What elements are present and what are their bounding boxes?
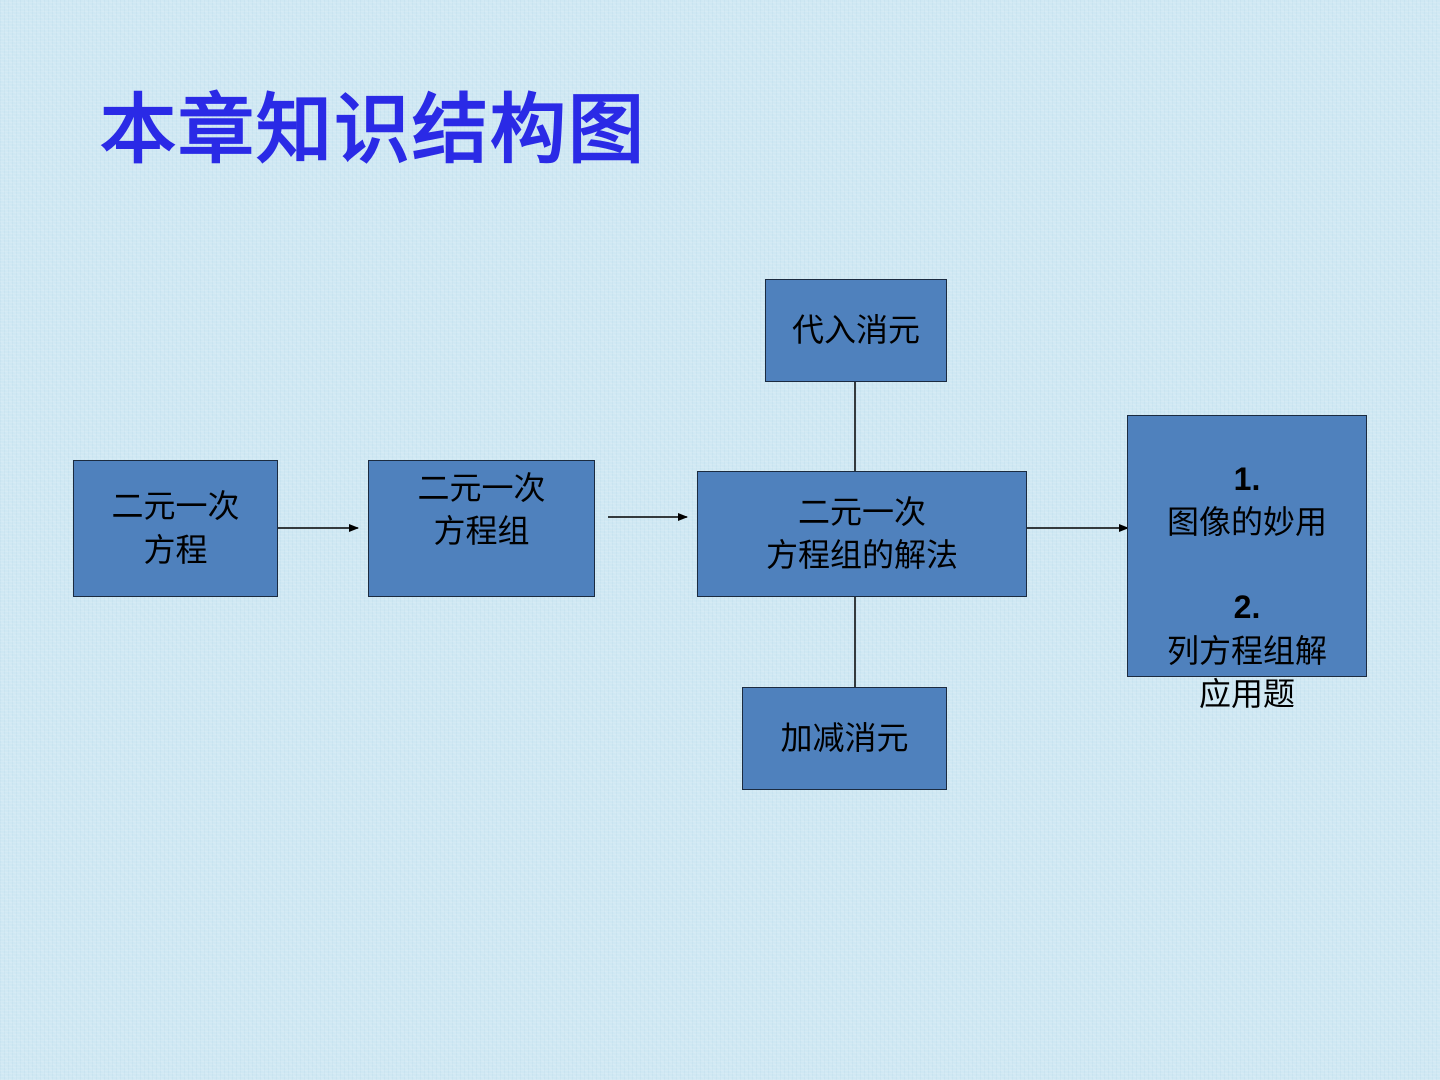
applications-item-1-text: 图像的妙用 [1166, 503, 1327, 542]
node-linear-equation-line2: 方程 [143, 530, 208, 569]
applications-item-2-text-line1: 列方程组解 [1166, 631, 1327, 670]
applications-spacer [1167, 544, 1327, 586]
node-linear-system: 二元一次 方程组 [368, 460, 595, 597]
node-substitution-elimination: 代入消元 [765, 279, 947, 382]
node-linear-equation: 二元一次 方程 [73, 460, 278, 597]
node-addition-elimination-label: 加减消元 [780, 718, 909, 757]
node-substitution-elimination-label: 代入消元 [791, 310, 920, 349]
applications-item-2-number: 2. [1233, 589, 1261, 626]
node-solution-methods-line1: 二元一次 [797, 492, 926, 531]
node-linear-equation-line1: 二元一次 [111, 487, 240, 526]
applications-item-1-number: 1. [1233, 461, 1261, 497]
node-solution-methods: 二元一次 方程组的解法 [697, 471, 1027, 597]
node-addition-elimination: 加减消元 [742, 687, 947, 790]
applications-item-2: 2. 列方程组解 [1167, 586, 1327, 672]
node-solution-methods-line2: 方程组的解法 [765, 536, 958, 574]
page-title: 本章知识结构图 [100, 85, 646, 174]
applications-item-1: 1. 图像的妙用 [1167, 458, 1327, 544]
applications-item-2-text-line2: 应用题 [1198, 674, 1295, 713]
node-linear-system-line2: 方程组 [433, 512, 530, 551]
node-linear-system-line1: 二元一次 [417, 469, 546, 507]
node-applications: 1. 图像的妙用 2. 列方程组解 应用题 [1127, 415, 1367, 713]
